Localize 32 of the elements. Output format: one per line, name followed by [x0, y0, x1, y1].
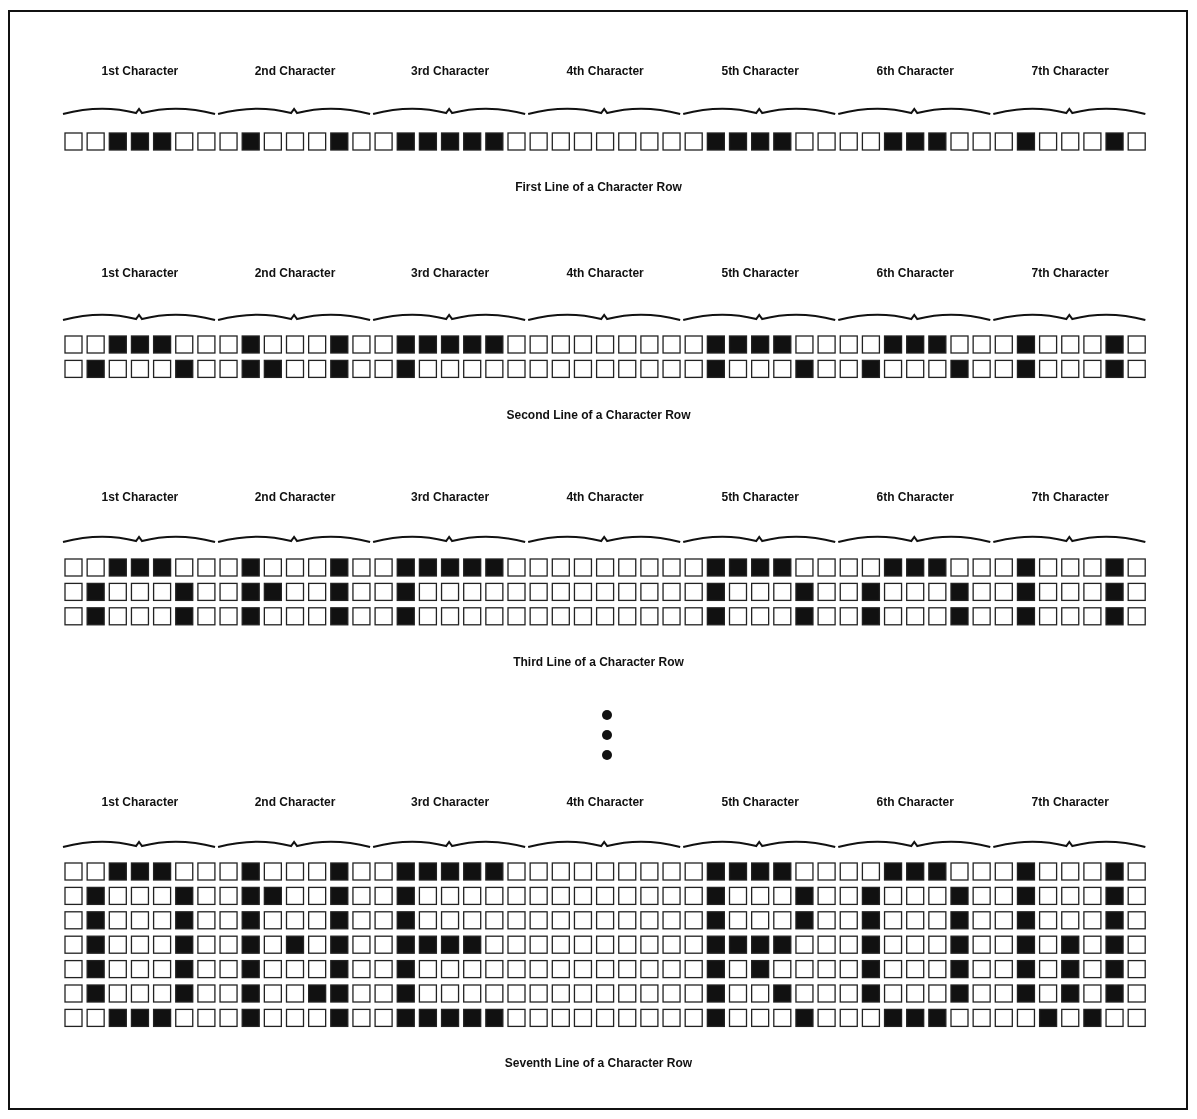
- column-heading: 5th Character: [720, 265, 800, 282]
- column-heading: 7th Character: [1030, 489, 1110, 506]
- column-heading: 2nd Character: [253, 63, 337, 80]
- column-heading: 4th Character: [565, 794, 645, 811]
- caption: First Line of a Character Row: [515, 180, 682, 194]
- column-heading: 3rd Character: [410, 794, 491, 811]
- column-heading: 6th Character: [875, 265, 955, 282]
- caption: Third Line of a Character Row: [513, 655, 684, 669]
- column-heading: 6th Character: [875, 489, 955, 506]
- column-heading: 1st Character: [100, 265, 180, 282]
- column-heading: 2nd Character: [253, 489, 337, 506]
- column-heading: 5th Character: [720, 794, 800, 811]
- column-heading: 7th Character: [1030, 265, 1110, 282]
- column-heading: 1st Character: [100, 489, 180, 506]
- column-heading: 4th Character: [565, 63, 645, 80]
- column-heading: 6th Character: [875, 63, 955, 80]
- caption: Second Line of a Character Row: [506, 408, 691, 422]
- column-heading: 4th Character: [565, 489, 645, 506]
- column-heading: 7th Character: [1030, 794, 1110, 811]
- column-heading: 5th Character: [720, 489, 800, 506]
- column-heading: 3rd Character: [410, 63, 491, 80]
- column-heading: 2nd Character: [253, 794, 337, 811]
- column-heading: 7th Character: [1030, 63, 1110, 80]
- column-heading: 2nd Character: [253, 265, 337, 282]
- column-heading: 3rd Character: [410, 489, 491, 506]
- column-heading: 1st Character: [100, 794, 180, 811]
- column-heading: 3rd Character: [410, 265, 491, 282]
- column-heading: 6th Character: [875, 794, 955, 811]
- caption: Seventh Line of a Character Row: [504, 1056, 693, 1070]
- column-heading: 1st Character: [100, 63, 180, 80]
- column-heading: 4th Character: [565, 265, 645, 282]
- column-heading: 5th Character: [720, 63, 800, 80]
